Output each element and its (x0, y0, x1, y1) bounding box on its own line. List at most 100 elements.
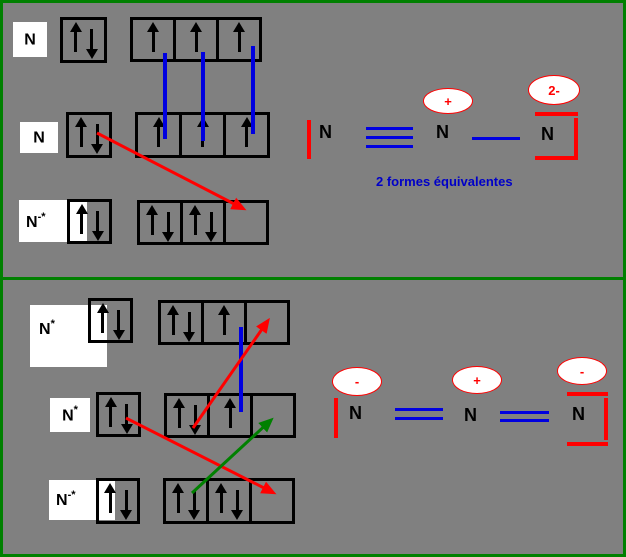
charge-badge-minus: - (557, 357, 607, 385)
caption-equivalent-forms: 2 formes équivalentes (376, 174, 513, 189)
orbital-box (223, 112, 270, 158)
atom-symbol: N (33, 129, 45, 147)
panel-divider (0, 277, 626, 280)
atom-label-n: N (13, 22, 47, 57)
orbital-box (201, 300, 247, 345)
atom-n3: N (541, 124, 554, 144)
single-bond-line (472, 137, 520, 140)
atom-n1: N (349, 403, 362, 423)
spin-down-arrow-icon (188, 490, 200, 520)
orbital-box (88, 298, 133, 343)
atom-superscript: -* (37, 211, 46, 223)
s-orbital-row1 (88, 298, 133, 343)
atom-symbol: N (26, 214, 38, 232)
spin-down-arrow-icon (120, 404, 133, 434)
p-orbitals-row3 (137, 200, 269, 245)
spin-down-arrow-icon (112, 310, 125, 340)
orbital-box (60, 17, 107, 63)
s-orbital-row2 (66, 112, 112, 158)
spin-up-arrow-icon (147, 22, 159, 52)
spin-down-arrow-icon (189, 405, 201, 435)
spin-up-arrow-icon (152, 117, 165, 147)
spin-down-arrow-icon (183, 312, 195, 342)
spin-up-arrow-icon (104, 397, 117, 427)
charge-text: + (444, 93, 452, 109)
atom-symbol: N (56, 492, 68, 510)
atom-symbol: N (62, 407, 74, 425)
atom-superscript: * (50, 318, 55, 330)
orbital-box (250, 393, 296, 438)
orbital-box (96, 478, 140, 524)
lone-pair-bar (535, 156, 578, 160)
orbital-box (96, 392, 141, 437)
spin-up-arrow-icon (196, 117, 209, 147)
atom-label-n-star: N* (30, 305, 107, 367)
spin-up-arrow-icon (146, 205, 158, 235)
spin-down-arrow-icon (231, 490, 243, 520)
lone-pair-bar (567, 442, 608, 446)
lone-pair-bar (567, 392, 608, 396)
orbital-box (67, 199, 112, 244)
spin-up-arrow-icon (215, 483, 227, 513)
atom-label-n: N (20, 122, 58, 153)
s-orbital-row2 (96, 392, 141, 437)
atom-n2: N (464, 405, 477, 425)
spin-down-arrow-icon (162, 212, 174, 242)
atom-n2: N (436, 122, 449, 142)
spin-up-arrow-icon (75, 117, 87, 147)
orbital-box (207, 393, 253, 438)
double-bond-line (500, 411, 549, 414)
orbital-box (249, 478, 295, 524)
charge-text: 2- (548, 82, 560, 98)
atom-label-n-star: N* (50, 398, 90, 432)
p-orbitals-row2 (164, 393, 296, 438)
p-orbitals-row1 (158, 300, 290, 345)
double-bond-line (395, 408, 443, 411)
spin-down-arrow-icon (91, 124, 103, 154)
spin-down-arrow-icon (120, 490, 132, 520)
double-bond-line (500, 419, 549, 422)
charge-badge-minus: - (332, 367, 382, 396)
triple-bond-line (366, 136, 413, 139)
spin-up-arrow-icon (190, 22, 202, 52)
spin-up-arrow-icon (218, 305, 230, 335)
charge-badge-plus: + (423, 88, 473, 114)
charge-text: - (354, 374, 360, 389)
charge-badge-plus: + (452, 366, 502, 394)
spin-up-arrow-icon (75, 204, 88, 234)
lone-pair-bar (535, 112, 578, 116)
lone-pair-bar (604, 398, 608, 440)
p-orbitals-row2 (135, 112, 270, 158)
spin-up-arrow-icon (96, 303, 109, 333)
p-orbitals-row3 (163, 478, 295, 524)
lone-pair-bar (574, 118, 578, 156)
atom-n1: N (319, 122, 332, 142)
s-orbital-row3 (96, 478, 140, 524)
spin-up-arrow-icon (224, 398, 236, 428)
p-orbitals-row1 (130, 17, 262, 62)
orbital-box (158, 300, 204, 345)
orbital-box (130, 17, 176, 62)
orbital-box (206, 478, 252, 524)
atom-symbol: N (39, 321, 51, 339)
spin-up-arrow-icon (172, 483, 184, 513)
orbital-box (137, 200, 183, 245)
atom-superscript: * (73, 403, 78, 416)
triple-bond-line (366, 127, 413, 130)
orbital-box (164, 393, 210, 438)
spin-up-arrow-icon (104, 483, 116, 513)
spin-up-arrow-icon (167, 305, 179, 335)
orbital-box (223, 200, 269, 245)
atom-superscript: -* (67, 489, 76, 501)
charge-text: + (473, 372, 481, 388)
orbital-box (179, 112, 226, 158)
spin-down-arrow-icon (205, 212, 217, 242)
orbital-box (173, 17, 219, 62)
spin-up-arrow-icon (69, 22, 82, 52)
spin-up-arrow-icon (240, 117, 253, 147)
atom-n3: N (572, 404, 585, 424)
s-orbital-row1 (60, 17, 107, 63)
triple-bond-line (366, 145, 413, 148)
orbital-box (244, 300, 290, 345)
